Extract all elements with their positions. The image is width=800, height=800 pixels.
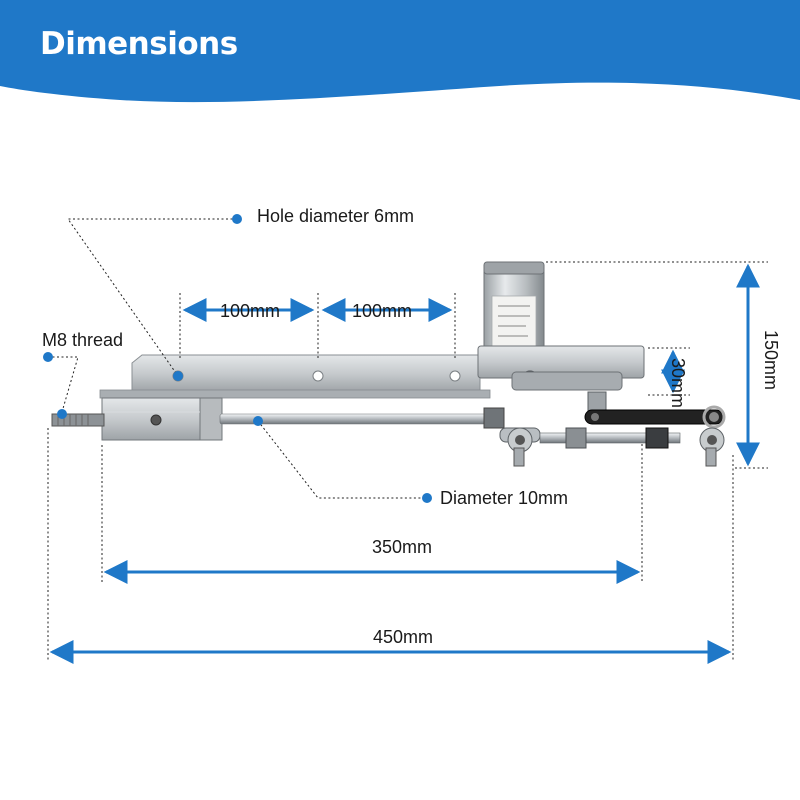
hole-diameter-label: Hole diameter 6mm: [257, 206, 415, 226]
stroke-length-label: 350mm: [372, 537, 433, 557]
callout-dots: [43, 214, 432, 503]
spacing-label-1: 100mm: [220, 301, 281, 321]
overall-length-label: 450mm: [373, 627, 434, 647]
linear-bearing-block: [101, 397, 223, 441]
hole-callout-dot: [232, 214, 242, 224]
extension-lines: [47, 261, 768, 662]
overall-height-label: 150mm: [761, 330, 781, 391]
dimension-arrows: [49, 263, 760, 664]
dc-gear-motor: [477, 261, 645, 391]
mounting-bracket: [131, 354, 481, 393]
rod-diameter-label: Diameter 10mm: [440, 488, 569, 508]
crank-arm: [584, 391, 726, 429]
spacing-label-2: 100mm: [352, 301, 413, 321]
callout-leaders: [48, 218, 427, 499]
rod-target-dot: [253, 416, 263, 426]
mounting-hole-2: [312, 370, 324, 382]
thread-target-dot: [57, 409, 67, 419]
m8-thread-label: M8 thread: [42, 330, 124, 350]
mounting-hole-3: [449, 370, 461, 382]
thread-callout-dot: [43, 352, 53, 362]
linear-actuator-image: [51, 261, 726, 467]
rod-callout-dot: [422, 493, 432, 503]
bracket-height-label: 30mm: [668, 358, 688, 409]
connecting-linkage: [483, 407, 725, 467]
page-title: Dimensions: [40, 26, 238, 62]
hole-target-dot: [173, 371, 183, 381]
header-banner: [0, 0, 800, 103]
